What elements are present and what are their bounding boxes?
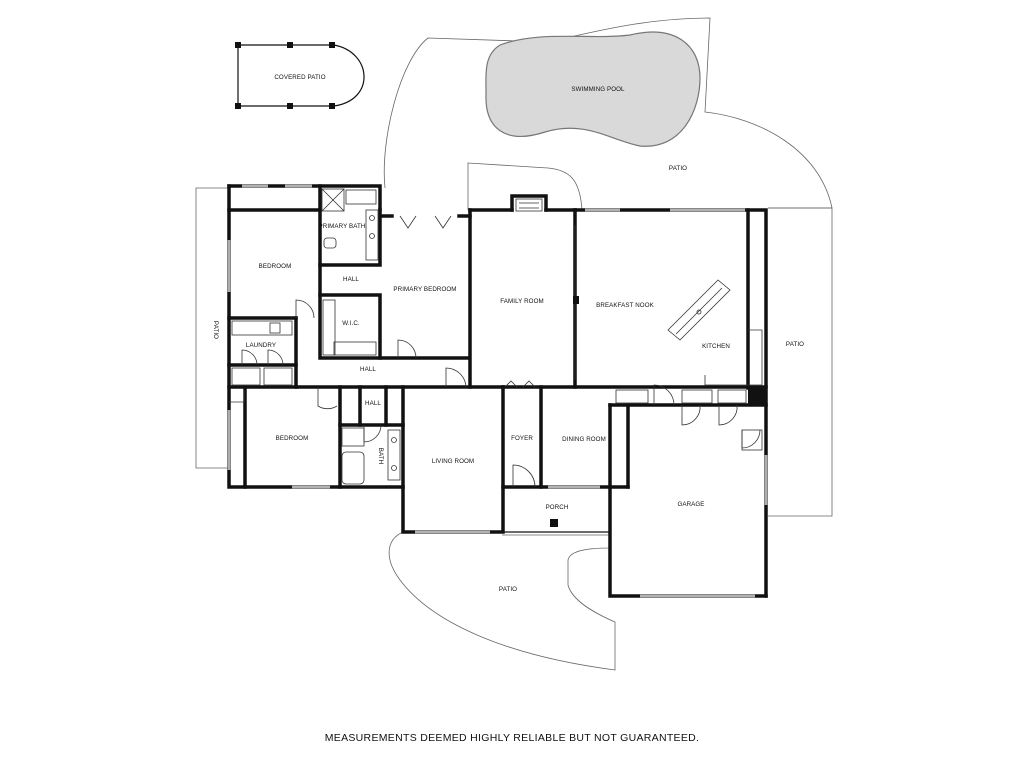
small-solid-marks — [550, 296, 579, 527]
swimming-pool — [485, 31, 701, 147]
label-primary-bedroom: PRIMARY BEDROOM — [393, 286, 456, 293]
disclaimer-text: MEASUREMENTS DEEMED HIGHLY RELIABLE BUT … — [324, 732, 700, 744]
label-laundry: LAUNDRY — [246, 342, 276, 349]
label-dining-room: DINING ROOM — [562, 436, 606, 443]
fireplace — [515, 198, 543, 212]
front-patio-outline — [388, 531, 616, 671]
label-wic: W.I.C. — [342, 320, 360, 327]
label-living-room: LIVING ROOM — [432, 458, 474, 465]
covered-patio-posts — [235, 42, 335, 109]
room-labels: COVERED PATIO SWIMMING POOL PATIO PRIMAR… — [212, 74, 804, 593]
label-hall-3: HALL — [365, 400, 381, 407]
label-swimming-pool: SWIMMING POOL — [571, 86, 625, 93]
label-primary-bath: PRIMARY BATH — [319, 223, 366, 230]
door-swings — [229, 215, 761, 488]
label-bedroom-1: BEDROOM — [259, 263, 292, 270]
label-patio-right: PATIO — [786, 341, 804, 348]
label-bedroom-2: BEDROOM — [276, 435, 309, 442]
label-family-room: FAMILY ROOM — [500, 298, 544, 305]
label-patio-bottom: PATIO — [499, 586, 517, 593]
label-bath: BATH — [377, 448, 384, 464]
rear-patio-inner — [467, 162, 583, 211]
label-kitchen: KITCHEN — [702, 343, 730, 350]
house-walls — [227, 184, 768, 598]
outdoor-areas — [195, 17, 833, 671]
label-foyer: FOYER — [511, 435, 533, 442]
windows — [227, 184, 768, 598]
label-patio-top: PATIO — [669, 165, 687, 172]
left-patio-outline — [195, 187, 228, 469]
label-patio-left: PATIO — [212, 321, 219, 339]
label-hall-1: HALL — [343, 276, 359, 283]
window-lines — [228, 185, 767, 597]
rear-patio-outline — [383, 17, 833, 209]
fixtures — [231, 188, 763, 485]
label-porch: PORCH — [546, 504, 569, 511]
label-breakfast-nook: BREAKFAST NOOK — [596, 302, 654, 309]
label-covered-patio: COVERED PATIO — [274, 74, 325, 81]
right-patio-outline — [768, 207, 833, 517]
label-garage: GARAGE — [677, 501, 704, 508]
label-hall-2: HALL — [360, 366, 376, 373]
